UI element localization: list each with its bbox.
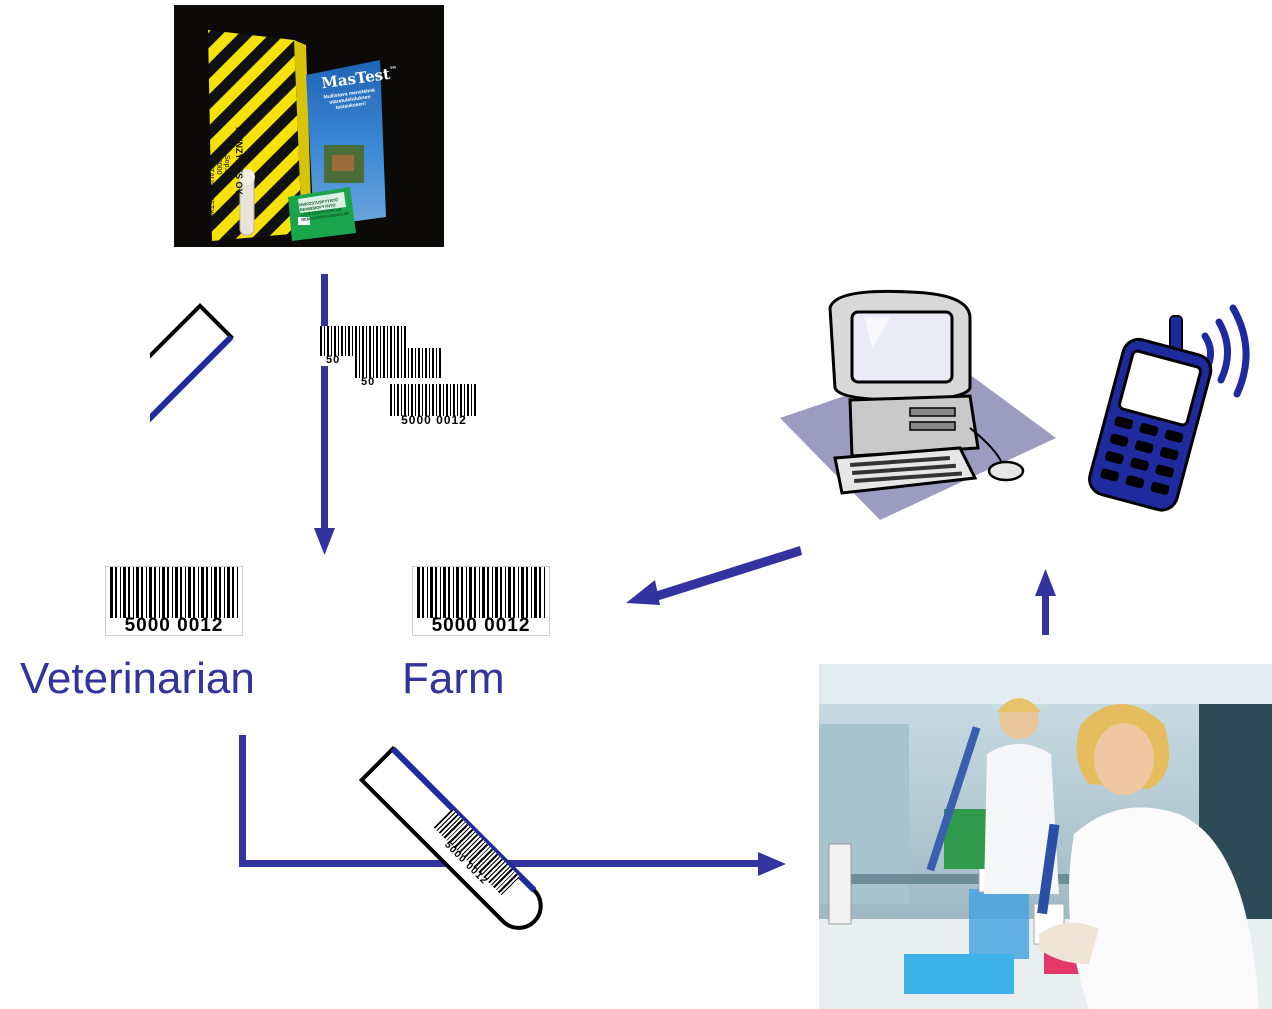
barcode-label-2: 50 (355, 348, 441, 388)
veterinarian-barcode: 5000 0012 (105, 566, 243, 636)
mastest-kit-photo: MasTest™ Mullistava menetelmä utaretuleh… (174, 5, 444, 247)
kit-box-address: Sop.n:o 00000 VASTAUSLÄHETYS (207, 155, 230, 219)
computer-icon (780, 289, 1056, 520)
mobile-phone-icon (1088, 304, 1250, 512)
lab-illustration (819, 664, 1272, 1009)
arrow-kit-to-veterinarian (321, 274, 328, 532)
arrow-lab-to-computer (1042, 593, 1049, 635)
kit-illustration (208, 30, 386, 241)
farm-barcode: 5000 0012 (412, 566, 550, 636)
veterinarian-label: Veterinarian (20, 654, 255, 703)
arrow-veterinarian-to-lab (239, 735, 246, 867)
test-tube-top (150, 303, 234, 480)
barcode-label-3: 5000 0012 (390, 384, 478, 426)
laboratory-photo (819, 664, 1272, 1009)
kit-box-text: FINNZYMES OY (234, 127, 244, 195)
arrow-computer-to-farm (648, 546, 802, 603)
farm-label: Farm (402, 654, 505, 703)
